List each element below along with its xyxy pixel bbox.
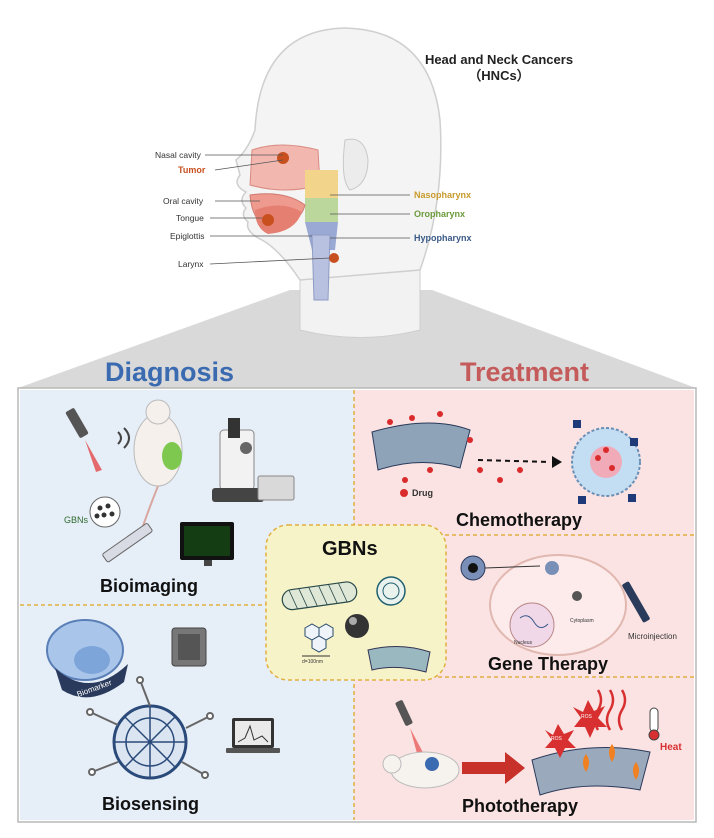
label-oral-cavity: Oral cavity: [163, 196, 204, 206]
label-hypopharynx: Hypopharynx: [414, 233, 472, 243]
gbns-box: [265, 524, 447, 681]
panel-label-gene-therapy: Gene Therapy: [488, 654, 609, 674]
phototherapy-illustrations: [382, 689, 660, 796]
label-tumor: Tumor: [178, 165, 206, 175]
label-ros-1: ROS: [551, 736, 562, 742]
label-drug: Drug: [412, 488, 433, 498]
panel-label-bioimaging: Bioimaging: [100, 576, 198, 596]
label-larynx: Larynx: [178, 259, 204, 269]
label-nasal-cavity: Nasal cavity: [155, 150, 201, 160]
figure-title: Head and Neck Cancers （HNCs）: [384, 52, 614, 84]
title-line-2: （HNCs）: [468, 68, 530, 83]
chemotherapy-illustrations: [371, 411, 641, 504]
label-microinjection: Microinjection: [628, 632, 677, 641]
label-heat: Heat: [660, 742, 682, 753]
gbns-box-title: GBNs: [322, 538, 378, 560]
funnel-shape: [18, 290, 696, 388]
section-title-diagnosis: Diagnosis: [105, 357, 235, 387]
title-line-1: Head and Neck Cancers: [424, 52, 574, 67]
label-nasopharynx: Nasopharynx: [414, 190, 472, 200]
bioimaging-illustrations: [65, 399, 295, 566]
panel-label-chemotherapy: Chemotherapy: [456, 510, 583, 530]
label-oropharynx: Oropharynx: [414, 209, 466, 219]
label-cytoplasm: Cytoplasm: [570, 618, 594, 624]
section-title-treatment: Treatment: [460, 357, 590, 387]
label-gbns-small: GBNs: [64, 515, 89, 525]
head-anatomy-illustration: [205, 27, 442, 338]
biosensing-illustrations: [46, 619, 280, 780]
label-nucleus: Nucleus: [514, 640, 533, 646]
gbns-illustrations: [281, 576, 431, 673]
panel-label-biosensing: Biosensing: [102, 794, 200, 814]
label-tongue: Tongue: [176, 213, 204, 223]
gene-therapy-illustrations: [460, 554, 650, 656]
label-ros-2: ROS: [581, 714, 592, 720]
panel-label-phototherapy: Phototherapy: [462, 796, 579, 816]
label-epiglottis: Epiglottis: [170, 231, 205, 241]
label-scale: d=100nm: [302, 659, 323, 665]
